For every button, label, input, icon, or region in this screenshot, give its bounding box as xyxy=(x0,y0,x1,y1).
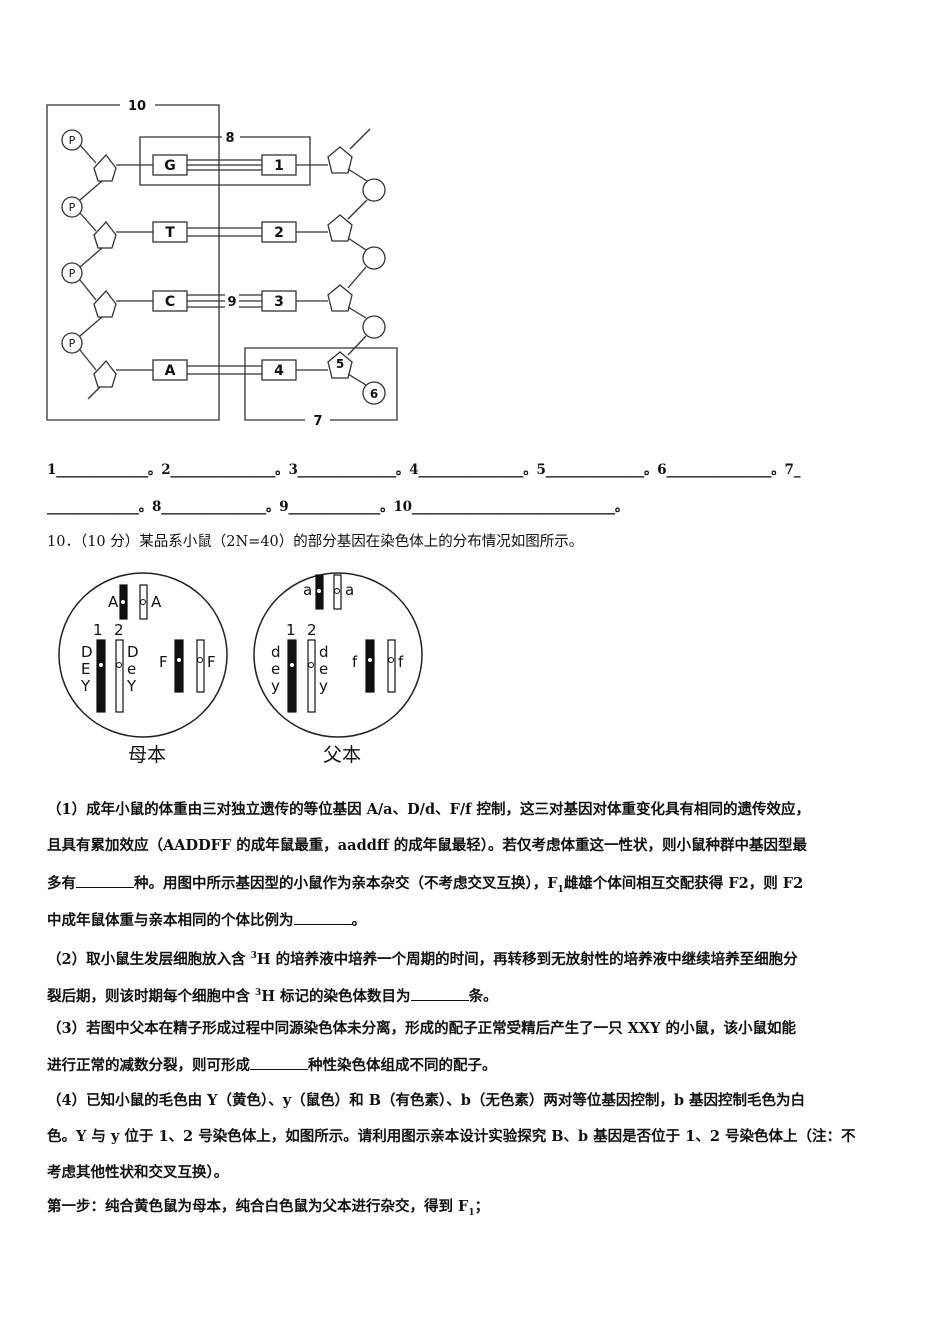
chromosome-figure: A A 1 2 D E Y D e Y F F a a 1 2 d e y d … xyxy=(58,572,423,766)
base-g: G xyxy=(164,158,176,174)
dna-structure-figure: 10 8 9 7 P P P P G T C A 1 2 3 4 5 6 xyxy=(46,99,398,429)
answer-blanks-line-2: ______________。8________________。9______… xyxy=(47,499,629,515)
base-4: 4 xyxy=(274,363,284,379)
answer-blank xyxy=(76,873,134,888)
mother-gene-Y-2: Y xyxy=(126,677,137,695)
father-caption: 父本 xyxy=(323,744,361,766)
q2-line-2: 裂后期，则该时期每个细胞中含 3H 标记的染色体数目为条。 xyxy=(47,986,498,1005)
mother-chromosome-2-number: 2 xyxy=(114,621,124,639)
base-3: 3 xyxy=(274,294,284,310)
q1-line-2: 且具有累加效应（AADDFF 的成年鼠最重，aaddff 的成年鼠最轻）。若仅考… xyxy=(47,837,808,854)
label-5: 5 xyxy=(336,357,344,371)
q1-line-4: 中成年鼠体重与亲本相同的个体比例为。 xyxy=(47,910,366,929)
q4-step-1: 第一步：纯合黄色鼠为母本，纯合白色鼠为父本进行杂交，得到 F1； xyxy=(47,1198,490,1218)
q4-line-1: （4）已知小鼠的毛色由 Y（黄色）、y（鼠色）和 B（有色素）、b（无色素）两对… xyxy=(47,1092,806,1109)
label-9: 9 xyxy=(227,295,236,310)
label-8: 8 xyxy=(225,131,234,146)
base-a: A xyxy=(165,363,176,379)
mother-caption: 母本 xyxy=(128,744,166,766)
base-c: C xyxy=(165,294,175,310)
answer-blank xyxy=(250,1055,308,1070)
father-gene-e-2: e xyxy=(319,660,328,678)
question-10-header: 10．（10 分）某品系小鼠（2N=40）的部分基因在染色体上的分布情况如图所示… xyxy=(47,534,584,550)
base-t: T xyxy=(165,225,175,241)
mother-chromosome-1-number: 1 xyxy=(93,621,103,639)
q3-line-2: 进行正常的减数分裂，则可形成种性染色体组成不同的配子。 xyxy=(47,1055,497,1074)
mother-gene-F-left: F xyxy=(159,653,168,671)
father-gene-y-2: y xyxy=(319,677,328,695)
mother-gene-D-2: D xyxy=(127,643,139,661)
phosphate-label: P xyxy=(69,201,76,214)
father-gene-d-2: d xyxy=(319,643,329,661)
phosphate-label: P xyxy=(69,134,76,147)
q2-line-1: （2）取小鼠生发层细胞放入含 3H 的培养液中培养一个周期的时间，再转移到无放射… xyxy=(47,950,798,968)
base-1: 1 xyxy=(274,158,284,174)
answer-blank xyxy=(293,910,352,925)
phosphate-label: P xyxy=(69,267,76,280)
q4-line-2: 色。Y 与 y 位于 1、2 号染色体上，如图所示。请利用图示亲本设计实验探究 … xyxy=(47,1128,856,1145)
mother-gene-A-left: A xyxy=(108,593,119,611)
label-10: 10 xyxy=(128,99,146,114)
phosphate-label: P xyxy=(69,337,76,350)
mother-gene-F-right: F xyxy=(207,653,216,671)
mother-gene-Y: Y xyxy=(80,677,91,695)
father-gene-a-right: a xyxy=(345,581,354,599)
father-gene-a-left: a xyxy=(303,581,312,599)
q4-line-3: 考虑其他性状和交叉互换）。 xyxy=(47,1164,229,1181)
father-chromosome-1-number: 1 xyxy=(286,621,296,639)
answer-blanks-line-1: 1______________。2________________。3_____… xyxy=(47,462,801,478)
answer-blank xyxy=(410,986,469,1001)
label-6: 6 xyxy=(370,387,378,401)
father-gene-d: d xyxy=(271,643,281,661)
father-gene-e: e xyxy=(271,660,280,678)
mother-gene-D: D xyxy=(81,643,93,661)
q3-line-1: （3）若图中父本在精子形成过程中同源染色体未分离，形成的配子正常受精后产生了一只… xyxy=(47,1020,797,1037)
q1-line-3: 多有种。用图中所示基因型的小鼠作为亲本杂交（不考虑交叉互换），F1雌雄个体间相互… xyxy=(47,873,804,895)
father-chromosome-2-number: 2 xyxy=(307,621,317,639)
mother-gene-E: E xyxy=(81,660,90,678)
mother-gene-A-right: A xyxy=(151,593,162,611)
father-gene-y: y xyxy=(271,677,280,695)
father-gene-f-left: f xyxy=(352,653,358,671)
q1-line-1: （1）成年小鼠的体重由三对独立遗传的等位基因 A/a、D/d、F/f 控制，这三… xyxy=(47,801,810,818)
mother-gene-e-2: e xyxy=(127,660,136,678)
base-2: 2 xyxy=(274,225,284,241)
label-7: 7 xyxy=(313,414,322,429)
father-gene-f-right: f xyxy=(398,653,404,671)
